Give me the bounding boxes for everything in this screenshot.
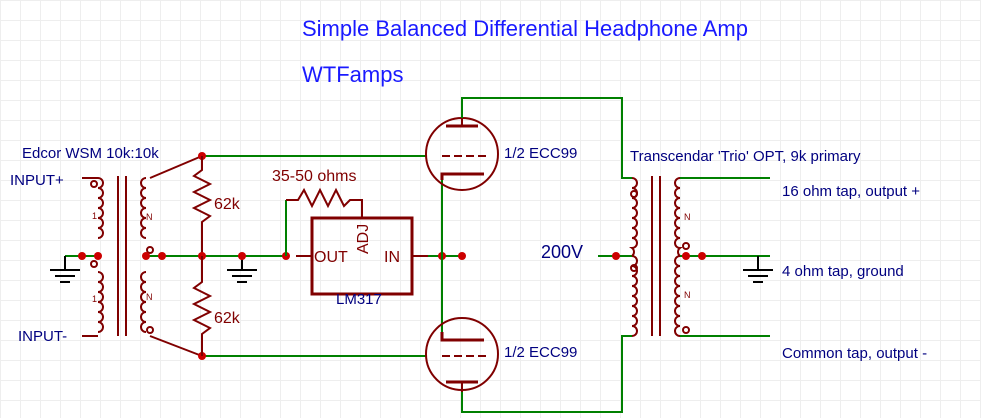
junction: [238, 252, 246, 260]
resistor-top: [191, 156, 213, 256]
lm317-in-pin: IN: [384, 249, 400, 266]
junction: [612, 252, 620, 260]
lm317-label: LM317: [336, 291, 382, 308]
winding-n-mark: N: [146, 292, 153, 302]
junction: [698, 252, 706, 260]
junction: [682, 252, 690, 260]
junction: [158, 252, 166, 260]
resistor-bottom-label: 62k: [214, 310, 241, 327]
winding-mark: 1: [92, 294, 97, 304]
junction: [458, 252, 466, 260]
secondary-bottom-lead: [149, 335, 203, 357]
output-transformer-label: Transcendar 'Trio' OPT, 9k primary: [630, 148, 861, 165]
output-common-label: Common tap, output -: [782, 345, 927, 362]
lm317-adj-pin: ADJ: [355, 224, 372, 254]
winding-mark: 1: [92, 211, 97, 221]
output-4-label: 4 ohm tap, ground: [782, 263, 904, 280]
input-plus-label: INPUT+: [10, 172, 64, 189]
winding-n-mark: N: [684, 290, 691, 300]
resistor-adj: [285, 187, 363, 256]
lm317-regulator: [296, 216, 428, 296]
schematic-subtitle: WTFamps: [302, 62, 403, 87]
output-16-label: 16 ohm tap, output +: [782, 183, 920, 200]
input-transformer: 1 1 N N: [90, 176, 154, 336]
input-minus-label: INPUT-: [18, 328, 67, 345]
output-ground: [743, 256, 773, 283]
junction: [78, 252, 86, 260]
tube-bottom-label: 1/2 ECC99: [504, 344, 577, 361]
junction: [142, 252, 150, 260]
input-ground: [50, 255, 98, 283]
resistor-top-label: 62k: [214, 196, 241, 213]
bottom-plate-wire: [461, 335, 632, 413]
winding-n-mark: N: [146, 212, 153, 222]
supply-label: 200V: [541, 242, 583, 262]
resistor-bottom: [191, 256, 213, 356]
lm317-out-pin: OUT: [314, 249, 348, 266]
tube-bottom: [425, 317, 499, 392]
input-transformer-label: Edcor WSM 10k:10k: [22, 145, 159, 162]
output-transformer: N N: [629, 176, 691, 337]
tube-top: [425, 117, 499, 191]
secondary-top-lead: [149, 155, 203, 179]
tube-top-label: 1/2 ECC99: [504, 145, 577, 162]
resistor-adj-label: 35-50 ohms: [272, 168, 357, 185]
junction: [94, 252, 102, 260]
winding-n-mark: N: [684, 212, 691, 222]
schematic-title: Simple Balanced Differential Headphone A…: [302, 16, 748, 41]
top-plate-wire: [461, 97, 632, 179]
main-ground: [227, 256, 257, 283]
